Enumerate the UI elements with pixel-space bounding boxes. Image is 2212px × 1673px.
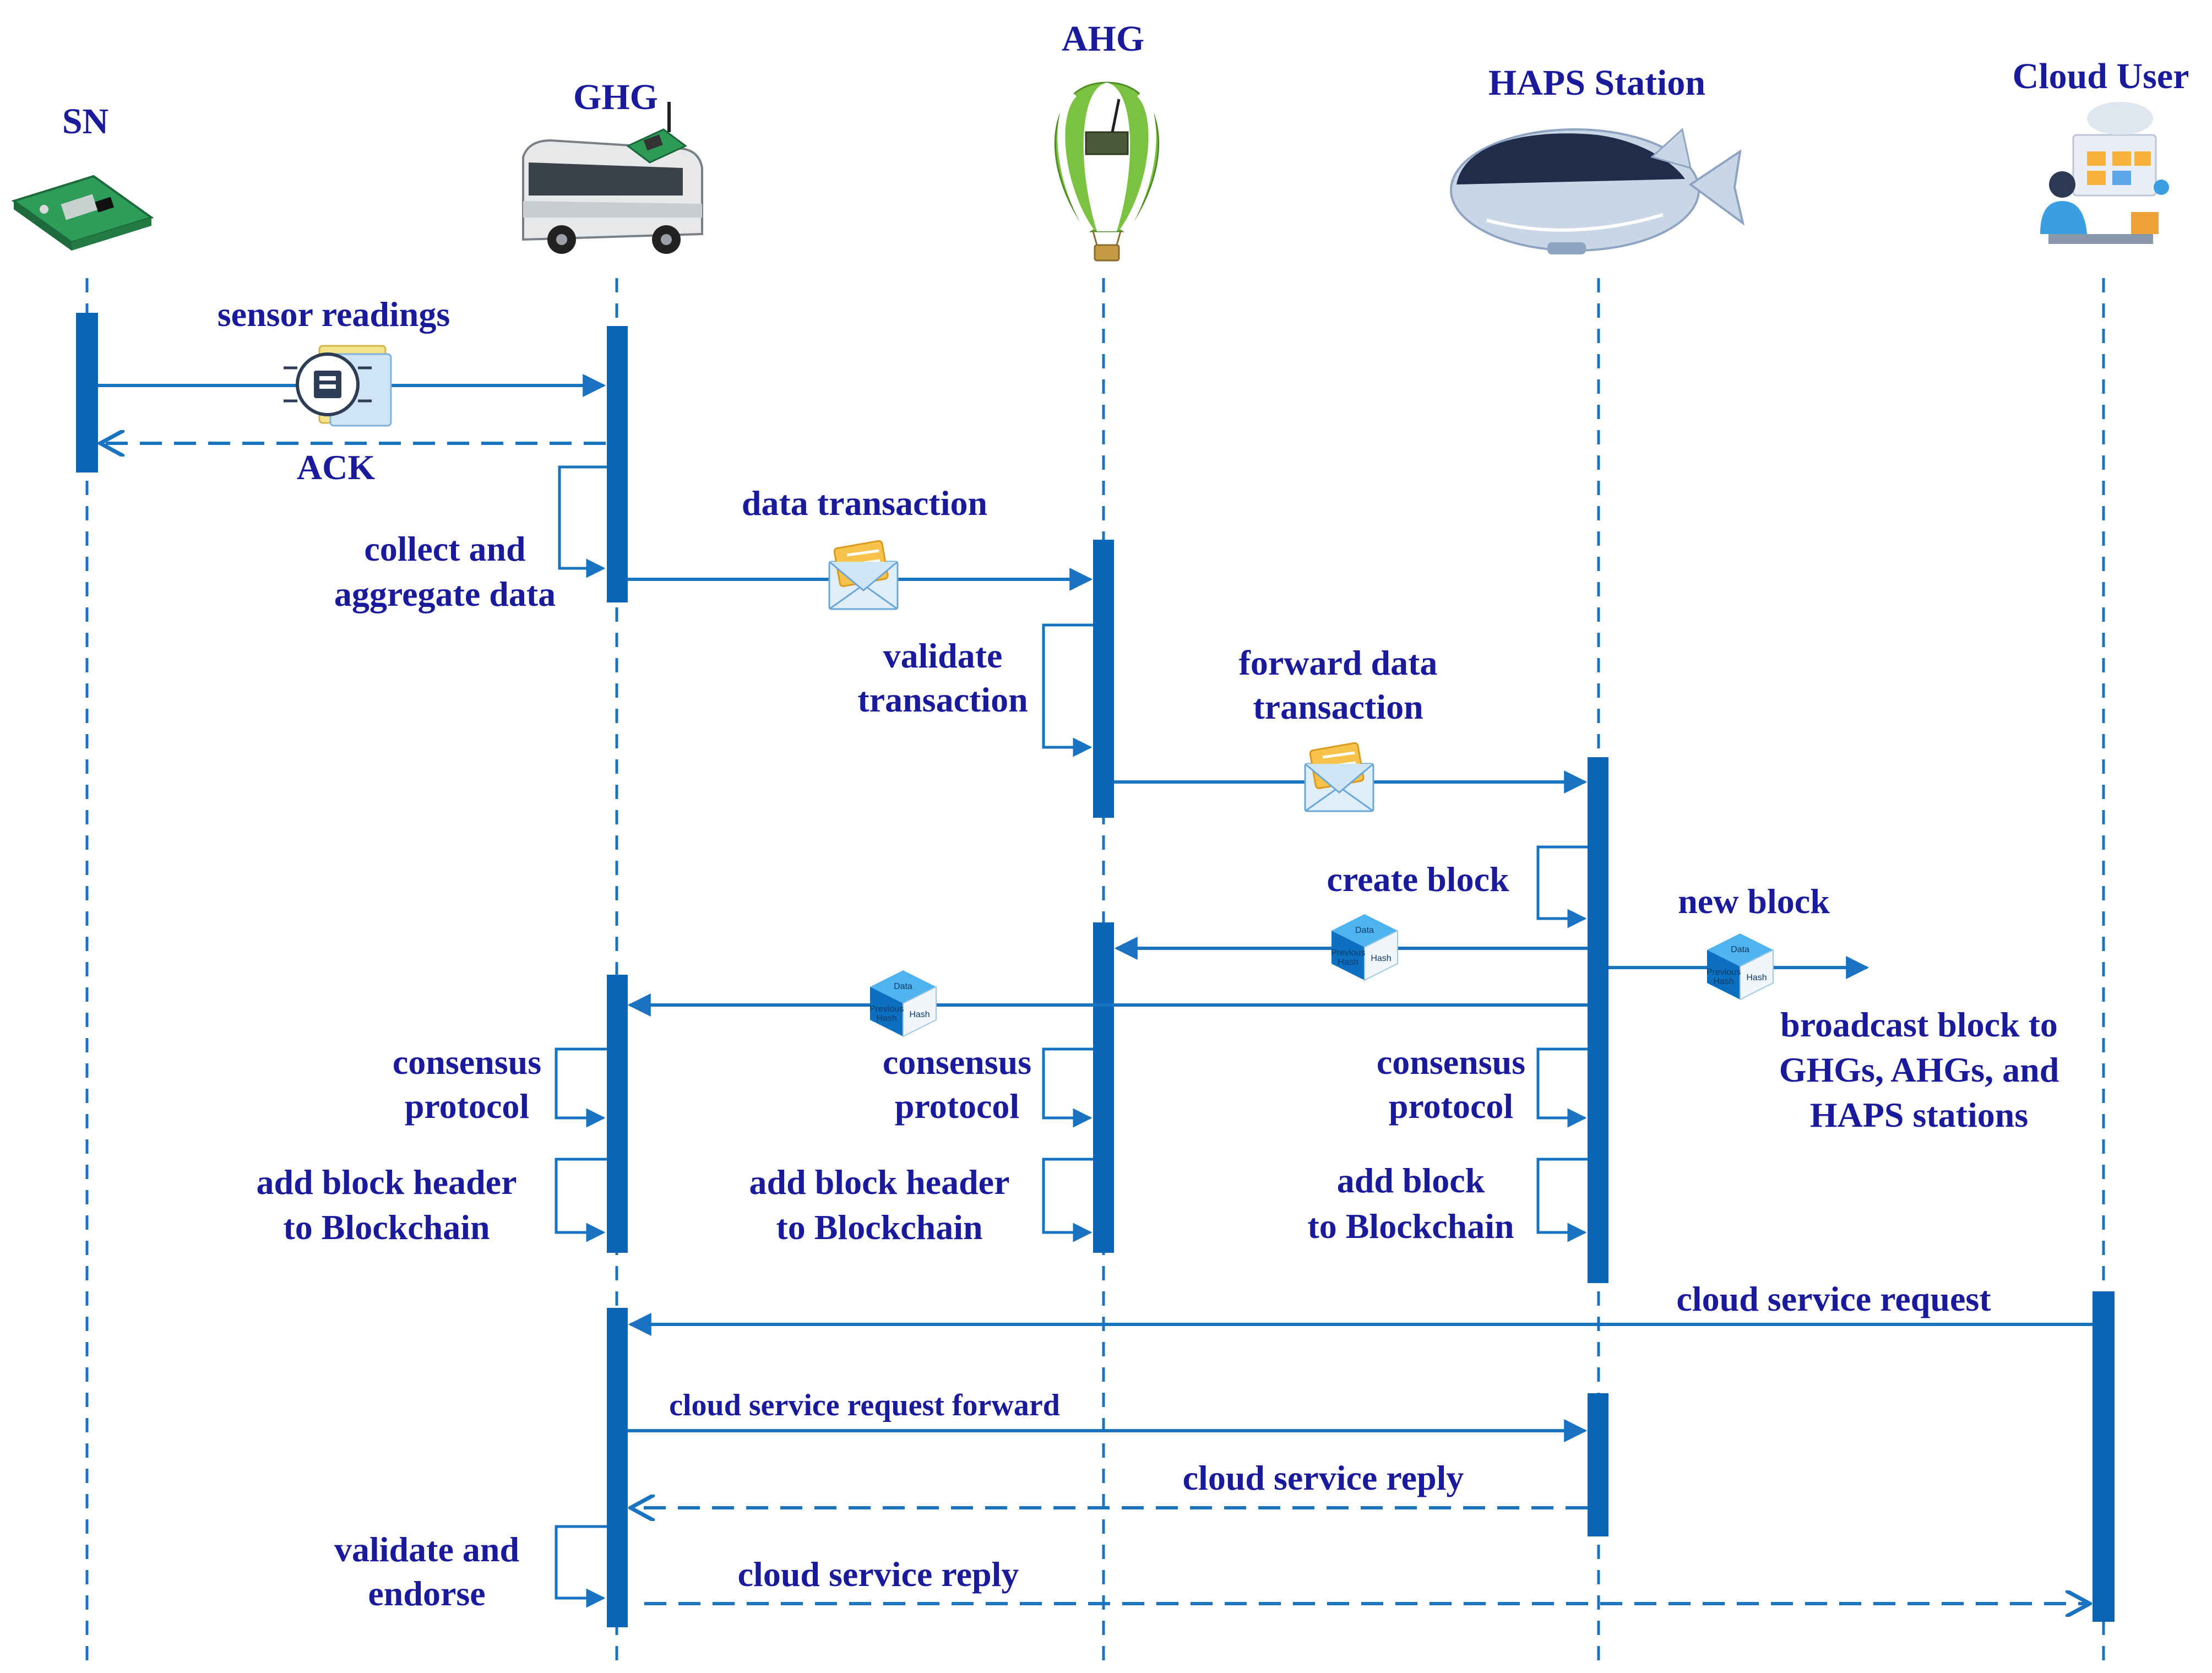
activation-cloud-1 (2093, 1291, 2115, 1622)
msg-consensus-haps-2: protocol (1389, 1087, 1513, 1126)
msg-broadcast-3: HAPS stations (1810, 1095, 2029, 1134)
msg-forward-1: forward data (1239, 643, 1438, 682)
self-arrow-consensus-haps (1536, 1047, 1588, 1128)
msg-forward-2: transaction (1253, 687, 1423, 726)
self-arrow-collect (558, 465, 607, 578)
hot-air-balloon-icon (1054, 82, 1160, 262)
self-arrow-add-header-ahg (1042, 1158, 1093, 1242)
msg-broadcast-1: broadcast block to (1780, 1005, 2058, 1044)
msg-add-header-ahg-1: add block header (749, 1163, 1010, 1202)
sensor-board-icon (11, 175, 154, 251)
activation-ghg-3 (607, 1308, 628, 1627)
activation-ghg-1 (607, 326, 628, 602)
msg-consensus-ahg-1: consensus (883, 1042, 1031, 1082)
cloud-user-icon (2040, 102, 2169, 244)
envelope-icon-1 (829, 540, 898, 609)
activation-ahg-1 (1093, 540, 1114, 818)
self-arrow-add-block-haps (1536, 1158, 1588, 1242)
sensor-chip-icon (284, 345, 392, 427)
block-icon-to-ghg: Data Previous Hash Hash (869, 970, 937, 1037)
svg-text:Previous: Previous (1331, 948, 1365, 958)
svg-text:Hash: Hash (876, 1014, 896, 1023)
svg-text:Data: Data (1731, 945, 1749, 954)
msg-sensor-readings: sensor readings (218, 295, 450, 334)
self-arrow-consensus-ahg (1042, 1047, 1093, 1128)
svg-text:Hash: Hash (1746, 973, 1767, 982)
msg-data-transaction: data transaction (742, 484, 987, 523)
activation-haps-1 (1588, 757, 1608, 1283)
participant-label-ghg: GHG (573, 77, 658, 117)
msg-validate-1: validate (883, 636, 1003, 675)
msg-validate-2: transaction (857, 680, 1028, 719)
participant-label-sn: SN (62, 101, 108, 142)
msg-add-block-haps-2: to Blockchain (1307, 1207, 1514, 1246)
msg-cloud-reply-haps: cloud service reply (1183, 1458, 1464, 1497)
block-icon-broadcast: Data Previous Hash Hash (1706, 933, 1774, 1000)
activation-ghg-2 (607, 975, 628, 1253)
msg-add-block-haps-1: add block (1337, 1161, 1485, 1200)
bus-gateway-icon (522, 102, 703, 254)
activation-sn-1 (76, 313, 98, 472)
self-arrow-validate-endorse (555, 1525, 607, 1608)
airship-icon (1450, 128, 1745, 254)
svg-text:Hash: Hash (1713, 977, 1733, 986)
block-icon-to-ahg: Data Previous Hash Hash (1331, 914, 1398, 981)
svg-text:Data: Data (894, 982, 912, 991)
self-arrow-create-block (1536, 845, 1588, 928)
self-arrow-consensus-ghg (555, 1047, 607, 1128)
msg-consensus-ghg-1: consensus (393, 1042, 541, 1082)
msg-add-header-ghg-1: add block header (257, 1163, 517, 1202)
msg-add-header-ahg-2: to Blockchain (776, 1208, 982, 1247)
self-arrow-add-header-ghg (555, 1158, 607, 1242)
msg-validate-endorse-1: validate and (334, 1530, 519, 1569)
envelope-icon-2 (1305, 742, 1373, 811)
msg-add-header-ghg-2: to Blockchain (283, 1208, 490, 1247)
msg-cloud-reply-ghg: cloud service reply (738, 1555, 1019, 1594)
activation-ahg-2 (1093, 922, 1114, 1253)
msg-broadcast-2: GHGs, AHGs, and (1779, 1050, 2059, 1089)
svg-text:Previous: Previous (869, 1004, 904, 1014)
msg-cloud-request: cloud service request (1676, 1279, 1991, 1318)
self-arrow-validate (1042, 623, 1093, 757)
activation-haps-2 (1588, 1393, 1608, 1536)
msg-collect-1: collect and (364, 529, 525, 568)
msg-consensus-ahg-2: protocol (895, 1087, 1019, 1126)
svg-text:Hash: Hash (1338, 958, 1358, 967)
svg-text:Hash: Hash (1371, 954, 1391, 963)
participant-label-cloud: Cloud User (2013, 56, 2189, 96)
participant-label-haps: HAPS Station (1488, 63, 1705, 103)
msg-cloud-request-forward: cloud service request forward (669, 1388, 1060, 1422)
msg-collect-2: aggregate data (334, 574, 556, 613)
svg-text:Data: Data (1355, 926, 1374, 935)
svg-text:Hash: Hash (909, 1010, 930, 1019)
msg-new-block: new block (1678, 882, 1830, 921)
msg-ack: ACK (297, 448, 375, 487)
svg-text:Previous: Previous (1706, 968, 1741, 977)
msg-create-block: create block (1327, 860, 1509, 899)
msg-consensus-ghg-2: protocol (405, 1087, 529, 1126)
msg-validate-endorse-2: endorse (368, 1574, 485, 1613)
msg-consensus-haps-1: consensus (1377, 1042, 1525, 1082)
participant-label-ahg: AHG (1062, 19, 1144, 59)
